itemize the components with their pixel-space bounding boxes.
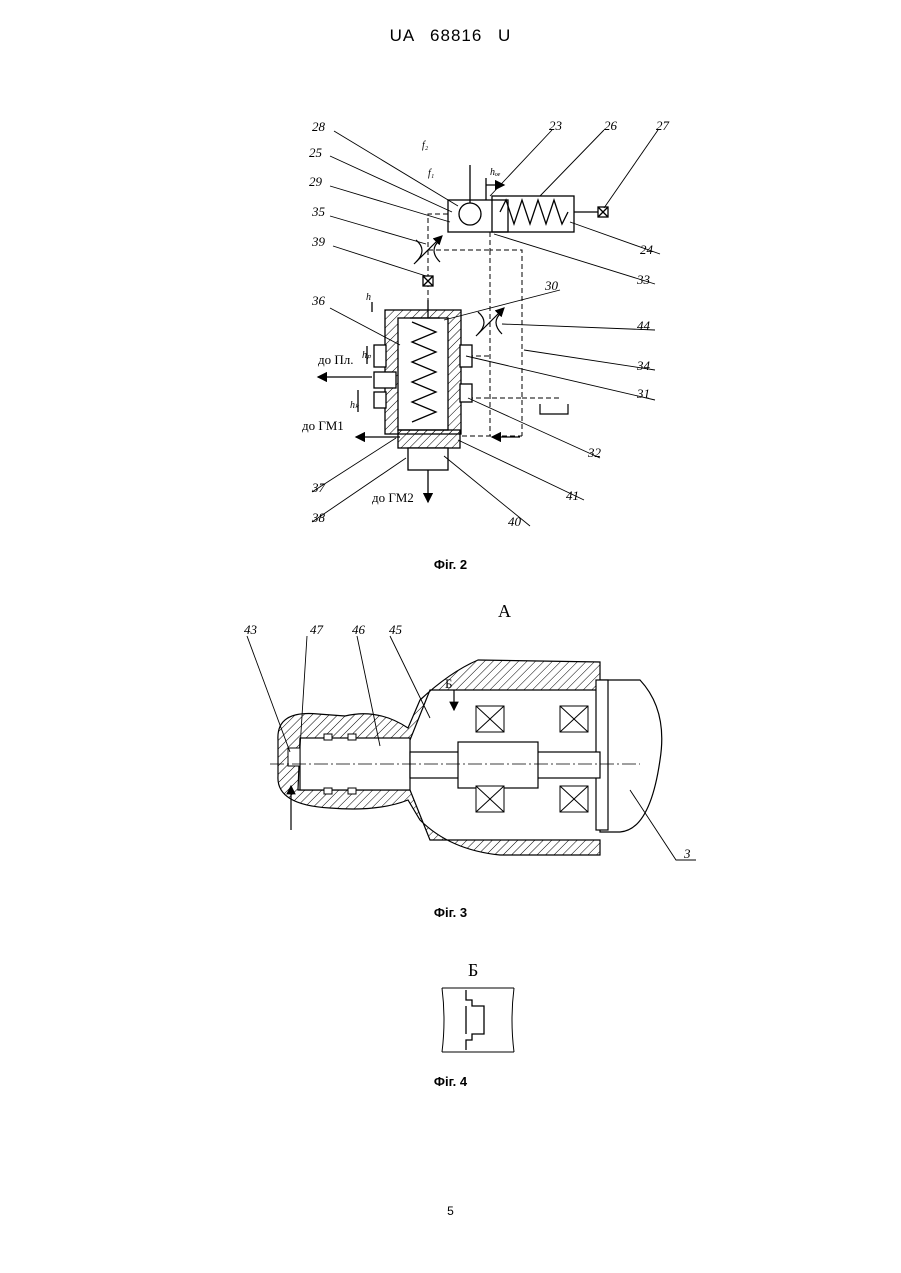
label-45: 45 — [389, 622, 403, 637]
view-label-a: А — [498, 601, 511, 621]
port-label-gm1: до ГМ1 — [302, 418, 344, 433]
spring-cavity — [458, 742, 538, 788]
label-34: 34 — [636, 358, 651, 373]
label-47: 47 — [310, 622, 324, 637]
label-26: 26 — [604, 118, 618, 133]
section-label-b: Б — [445, 676, 452, 691]
housing-right-outline — [600, 680, 662, 832]
figure-3-caption: Фіг. 3 — [0, 905, 901, 920]
label-44: 44 — [637, 318, 651, 333]
page-number: 5 — [0, 1204, 901, 1218]
label-36: 36 — [311, 293, 326, 308]
port-label-pl: до Пл. — [318, 352, 354, 367]
port-label-gm2: до ГМ2 — [372, 490, 414, 505]
label-3: 3 — [683, 846, 691, 861]
label-32: 32 — [587, 445, 602, 460]
symbol-f2: f₂ — [422, 140, 429, 151]
label-46: 46 — [352, 622, 366, 637]
figure-3-section: А Б 43 47 46 45 3 — [244, 601, 696, 861]
figure-4-detail: Б — [442, 960, 514, 1052]
tank-symbol — [540, 404, 568, 414]
label-39: 39 — [311, 234, 326, 249]
label-31: 31 — [636, 386, 650, 401]
top-regulator — [448, 165, 608, 232]
label-37: 37 — [311, 480, 326, 495]
view-label-b: Б — [468, 960, 478, 980]
label-28: 28 — [312, 119, 326, 134]
label-43: 43 — [244, 622, 258, 637]
label-29: 29 — [309, 174, 323, 189]
label-35: 35 — [311, 204, 326, 219]
label-30: 30 — [544, 278, 559, 293]
figure-2-caption: Фіг. 2 — [0, 557, 901, 572]
label-40: 40 — [508, 514, 522, 529]
symbol-hk: hₖ — [350, 400, 360, 411]
label-41: 41 — [566, 488, 579, 503]
label-23: 23 — [549, 118, 563, 133]
symbol-hp: hₚ — [362, 350, 372, 361]
symbol-hoe: hₒₑ — [490, 167, 501, 178]
figure-2-schematic: 28 25 29 35 39 36 23 26 27 24 33 30 44 3… — [302, 118, 670, 529]
label-38: 38 — [311, 510, 326, 525]
label-27: 27 — [656, 118, 670, 133]
label-25: 25 — [309, 145, 323, 160]
label-33: 33 — [636, 272, 651, 287]
figure-4-caption: Фіг. 4 — [0, 1074, 901, 1089]
main-valve — [374, 276, 472, 470]
symbol-h: h — [366, 292, 371, 303]
label-24: 24 — [640, 242, 654, 257]
symbol-f1: f₁ — [428, 168, 434, 179]
